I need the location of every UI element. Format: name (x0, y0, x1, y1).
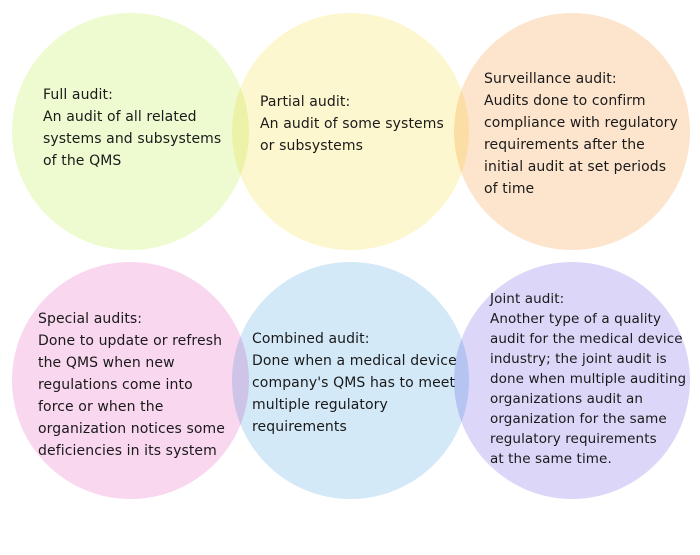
full-audit-text: Full audit: An audit of all related syst… (43, 84, 243, 172)
combined-audit-circle (232, 262, 469, 499)
joint-audit-title: Joint audit: (490, 291, 565, 307)
special-audits-description: Done to update or refresh the QMS when n… (38, 333, 225, 459)
combined-audit-text: Combined audit: Done when a medical devi… (252, 328, 457, 438)
partial-audit-text: Partial audit: An audit of some systems … (260, 91, 460, 157)
joint-audit-circle (454, 262, 690, 499)
surveillance-audit-text: Surveillance audit: Audits done to confi… (484, 68, 689, 200)
partial-audit-description: An audit of some systems or subsystems (260, 116, 444, 154)
partial-audit-title: Partial audit: (260, 94, 351, 110)
surveillance-audit-title: Surveillance audit: (484, 71, 617, 87)
special-audits-title: Special audits: (38, 311, 143, 327)
combined-audit-description: Done when a medical device company's QMS… (252, 353, 457, 435)
joint-audit-text: Joint audit: Another type of a quality a… (490, 289, 690, 469)
full-audit-title: Full audit: (43, 87, 113, 103)
full-audit-circle (12, 13, 249, 250)
special-audits-text: Special audits: Done to update or refres… (38, 308, 238, 462)
surveillance-audit-circle (454, 13, 690, 250)
full-audit-description: An audit of all related systems and subs… (43, 109, 222, 169)
special-audits-circle (12, 262, 249, 499)
joint-audit-description: Another type of a quality audit for the … (490, 311, 687, 467)
combined-audit-title: Combined audit: (252, 331, 370, 347)
partial-audit-circle (232, 13, 469, 250)
surveillance-audit-description: Audits done to confirm compliance with r… (484, 93, 678, 197)
